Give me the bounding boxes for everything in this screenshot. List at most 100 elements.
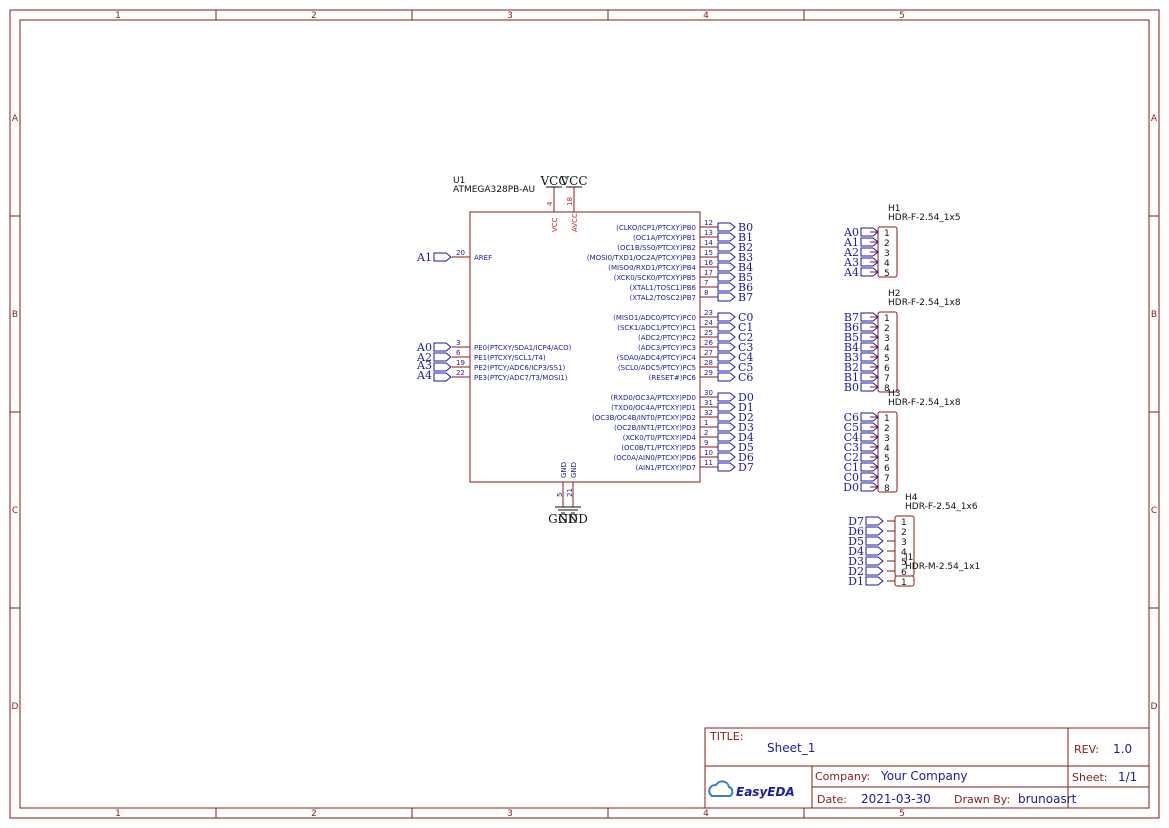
net-flag-a0 — [433, 342, 452, 352]
net-flag-b6 — [717, 282, 736, 292]
u1-right-pin-name: (XCK0/T0/PTCXY)PD4 — [623, 434, 697, 442]
net-label-d6: D6 — [848, 525, 864, 538]
header-pin-number: 7 — [884, 474, 890, 484]
u1-left-pin-number: 3 — [456, 339, 460, 347]
net-flag-a2 — [860, 247, 879, 257]
frame-column-label-top: 4 — [703, 11, 709, 21]
header-body — [877, 311, 898, 393]
header-pin-number: 2 — [884, 324, 890, 334]
net-label-b4: B4 — [738, 261, 753, 274]
header-body — [877, 411, 898, 493]
net-label-d2: D2 — [738, 411, 754, 424]
frame-column-label-bottom: 4 — [703, 809, 709, 819]
u1-right-pin-number: 10 — [704, 449, 713, 457]
company-value: Your Company — [880, 769, 968, 783]
rev-value: 1.0 — [1113, 742, 1132, 756]
net-flag-b5 — [860, 332, 879, 342]
u1-right-pin-name: (XCK0/SCK0/PTCXY)PB5 — [614, 274, 696, 282]
header-pin-number: 5 — [884, 269, 890, 279]
u1-right-pin-number: 26 — [704, 339, 713, 347]
u1-gnd-pin-name: GND — [570, 462, 578, 478]
net-label-d5: D5 — [848, 535, 864, 548]
net-label-a0: A0 — [416, 341, 432, 354]
net-flag-c1 — [717, 322, 736, 332]
frame-row-label-right: A — [1151, 114, 1158, 124]
gnd-power-label: GND — [548, 512, 578, 526]
u1-part-name: ATMEGA328PB-AU — [453, 185, 535, 195]
net-label-b0: B0 — [844, 381, 859, 394]
u1-left-pin-name: PE0(PTCXY/SDA1/ICP4/ACO) — [474, 344, 572, 352]
net-flag-b3 — [860, 352, 879, 362]
u1-right-pin-name: (ADC3/PTCY)PC3 — [638, 344, 696, 352]
net-label-d0: D0 — [738, 391, 754, 404]
net-label-c6: C6 — [844, 411, 859, 424]
frame-row-label-left: B — [12, 310, 18, 320]
u1-right-pin-number: 9 — [704, 439, 708, 447]
net-flag-b0 — [717, 222, 736, 232]
net-flag-c5 — [717, 362, 736, 372]
u1-designator: U1 — [453, 176, 465, 186]
net-label-a1: A1 — [416, 251, 432, 264]
u1-right-pin-number: 29 — [704, 369, 713, 377]
net-label-c2: C2 — [738, 331, 753, 344]
frame-column-label-bottom: 3 — [507, 809, 513, 819]
u1-right-pin-number: 28 — [704, 359, 713, 367]
header-pin-number: 1 — [901, 518, 907, 528]
header-designator: H1 — [888, 204, 901, 214]
header-pin-number: 1 — [884, 414, 890, 424]
u1-right-pin-number: 25 — [704, 329, 713, 337]
net-flag-b5 — [717, 272, 736, 282]
header-pin-number: 2 — [901, 528, 907, 538]
net-flag-c6 — [717, 372, 736, 382]
net-flag-b4 — [717, 262, 736, 272]
gnd-power-label: GND — [558, 512, 588, 526]
net-flag-d2 — [865, 566, 884, 576]
net-flag-a1 — [860, 237, 879, 247]
header-part-name: HDR-M-2.54_1x1 — [905, 562, 980, 572]
u1-left-pin-number: 22 — [456, 369, 465, 377]
net-label-c5: C5 — [738, 361, 753, 374]
net-flag-d6 — [717, 452, 736, 462]
net-label-d1: D1 — [848, 575, 864, 588]
u1-atmega328pb: U1ATMEGA328PB-AUVCC4VCCVCC18AVCCGNDGND5G… — [416, 174, 754, 526]
net-flag-d3 — [865, 556, 884, 566]
u1-right-pin-number: 11 — [704, 459, 713, 467]
u1-right-pin-name: (ADC2/PTCY)PC2 — [638, 334, 696, 342]
net-label-c5: C5 — [844, 421, 859, 434]
u1-right-pin-name: (SCL0/ADC5/PTCY)PC5 — [618, 364, 696, 372]
header-pin-number: 5 — [884, 354, 890, 364]
easyeda-logo-text: EasyEDA — [736, 785, 795, 799]
u1-right-pin-name: (XTAL2/TOSC2)PB7 — [630, 294, 696, 302]
net-flag-b1 — [860, 372, 879, 382]
u1-left-pin-name: AREF — [474, 254, 492, 262]
u1-right-pin-name: (OC3B/OC4B/INT0/PTCXY)PD2 — [592, 414, 696, 422]
frame-row-label-right: D — [1151, 702, 1158, 712]
u1-right-pin-number: 30 — [704, 389, 713, 397]
u1-right-pin-name: (SDA0/ADC4/PTCY)PC4 — [617, 354, 697, 362]
net-flag-a2 — [433, 352, 452, 362]
date-label: Date: — [817, 793, 847, 806]
net-label-a2: A2 — [843, 246, 859, 259]
u1-right-pin-name: (OC1B/SS0/PTCXY)PB2 — [617, 244, 696, 252]
net-label-b6: B6 — [738, 281, 753, 294]
u1-right-pin-number: 2 — [704, 429, 708, 437]
frame-column-label-top: 5 — [899, 11, 905, 21]
net-label-c1: C1 — [844, 461, 859, 474]
u1-right-pin-number: 27 — [704, 349, 713, 357]
u1-right-pin-name: (AIN1/PTCXY)PD7 — [636, 464, 696, 472]
net-flag-d0 — [860, 482, 879, 492]
header-pin-number: 3 — [884, 249, 890, 259]
header-pin-number: 4 — [884, 259, 890, 269]
header-part-name: HDR-F-2.54_1x8 — [888, 298, 961, 308]
net-label-b1: B1 — [844, 371, 859, 384]
header-part-name: HDR-F-2.54_1x6 — [905, 502, 978, 512]
header-designator: H3 — [888, 389, 901, 399]
net-flag-a3 — [860, 257, 879, 267]
header-designator: H4 — [905, 493, 918, 503]
net-flag-b0 — [860, 382, 879, 392]
vcc-power-label: VCC — [559, 174, 587, 188]
u1-vcc-pin-number: 18 — [566, 197, 574, 206]
